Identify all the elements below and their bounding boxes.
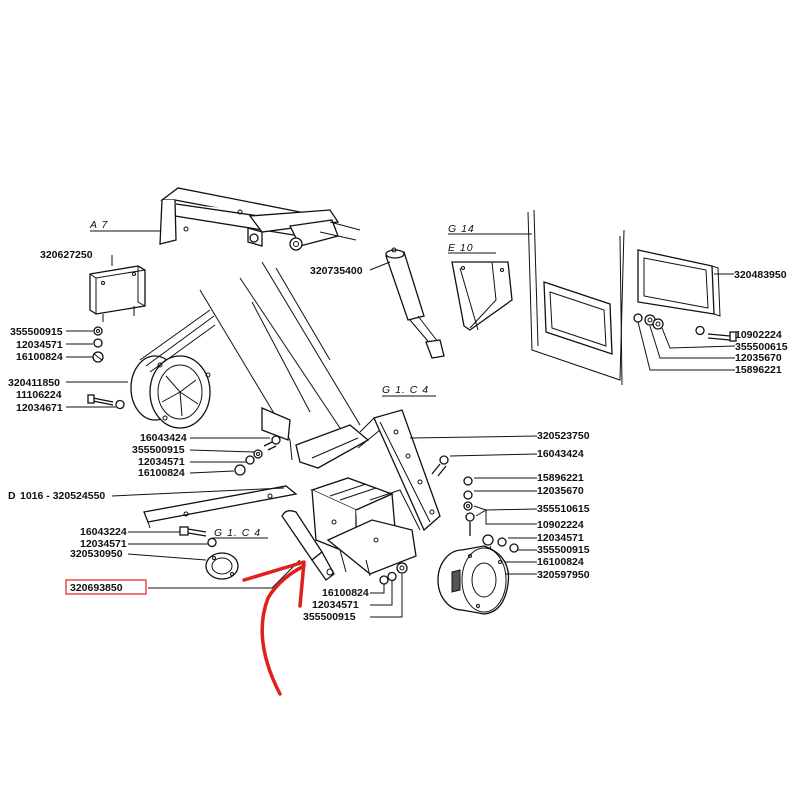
lever-handle [281, 510, 335, 581]
part-320693850: 320693850 [70, 582, 123, 594]
washer-stack-bottom [379, 562, 408, 585]
part-320523750: 320523750 [537, 430, 590, 442]
part-16100824-d: 16100824 [322, 587, 369, 599]
window-frame [637, 249, 721, 317]
part-16100824-c: 16100824 [537, 556, 584, 568]
part-12035670-a: 12035670 [735, 352, 782, 364]
part-320411850: 320411850 [8, 377, 60, 389]
washer-stack-mid [234, 449, 263, 476]
highlight-box [65, 579, 147, 595]
ref-d-1016: 1016 - 320524550 [20, 490, 105, 502]
side-bracket-320523750 [357, 409, 441, 532]
part-355500915-b: 355500915 [132, 444, 185, 456]
hardware-cap-right [482, 534, 519, 553]
ref-a7: A 7 [89, 219, 109, 231]
bracket-e10 [451, 261, 513, 331]
part-12034571-e: 12034571 [312, 599, 359, 611]
bolt-11106224 [87, 394, 125, 410]
part-16100824-b: 16100824 [138, 467, 185, 479]
part-355500915-d: 355500915 [303, 611, 356, 623]
hardware-right-mid [463, 476, 475, 536]
part-16100824-a: 16100824 [16, 351, 63, 363]
part-320483950: 320483950 [734, 269, 787, 281]
part-12034571-b: 12034571 [138, 456, 185, 468]
mounting-plate [89, 265, 146, 322]
washer-stack-left [92, 326, 104, 363]
bolt-16043424-a [263, 435, 281, 451]
part-320735400: 320735400 [310, 265, 363, 277]
part-320530950: 320530950 [70, 548, 123, 560]
hardware-right-top [633, 313, 737, 342]
part-11106224: 11106224 [16, 389, 62, 401]
side-panel-g14 [527, 209, 625, 386]
bolt-16043224 [179, 526, 217, 548]
part-16043224: 16043224 [80, 526, 127, 538]
highlight-arrow [242, 560, 306, 696]
ref-g14: G 14 [448, 223, 475, 235]
part-15896221-b: 15896221 [537, 472, 584, 484]
ref-g1c4-top: G 1. C 4 [382, 384, 429, 396]
part-12034571-c: 12034571 [537, 532, 584, 544]
frame-bracket-a7 [159, 187, 361, 251]
part-12034571-d: 12034571 [80, 538, 127, 550]
part-12034671: 12034671 [16, 402, 63, 414]
part-12034571-a: 12034571 [16, 339, 63, 351]
part-355500915-c: 355500915 [537, 544, 590, 556]
part-16043424-b: 16043424 [537, 448, 584, 460]
part-320597950: 320597950 [537, 569, 590, 581]
main-bracket-body [310, 477, 421, 577]
flange-bearing-housing [130, 309, 216, 429]
part-16043424-a: 16043424 [140, 432, 187, 444]
ref-e10: E 10 [448, 242, 474, 254]
part-320627250: 320627250 [40, 249, 93, 261]
part-355500915-a: 355500915 [10, 326, 63, 338]
part-355500615: 355500615 [735, 341, 788, 353]
crossbar-320524550 [143, 485, 298, 529]
main-column-tube [199, 261, 370, 469]
part-15896221-a: 15896221 [735, 364, 782, 376]
bolt-16043424-b [431, 455, 449, 477]
ref-d-prefix: D [8, 490, 16, 502]
part-12035670-b: 12035670 [537, 485, 584, 497]
ref-g1c4-left: G 1. C 4 [214, 527, 261, 539]
part-10902224-a: 10902224 [735, 329, 782, 341]
gas-strut [385, 247, 445, 359]
part-10902224-b: 10902224 [537, 519, 584, 531]
part-355510615: 355510615 [537, 503, 590, 515]
ring-seal [205, 552, 239, 580]
hub-drum [437, 545, 510, 615]
